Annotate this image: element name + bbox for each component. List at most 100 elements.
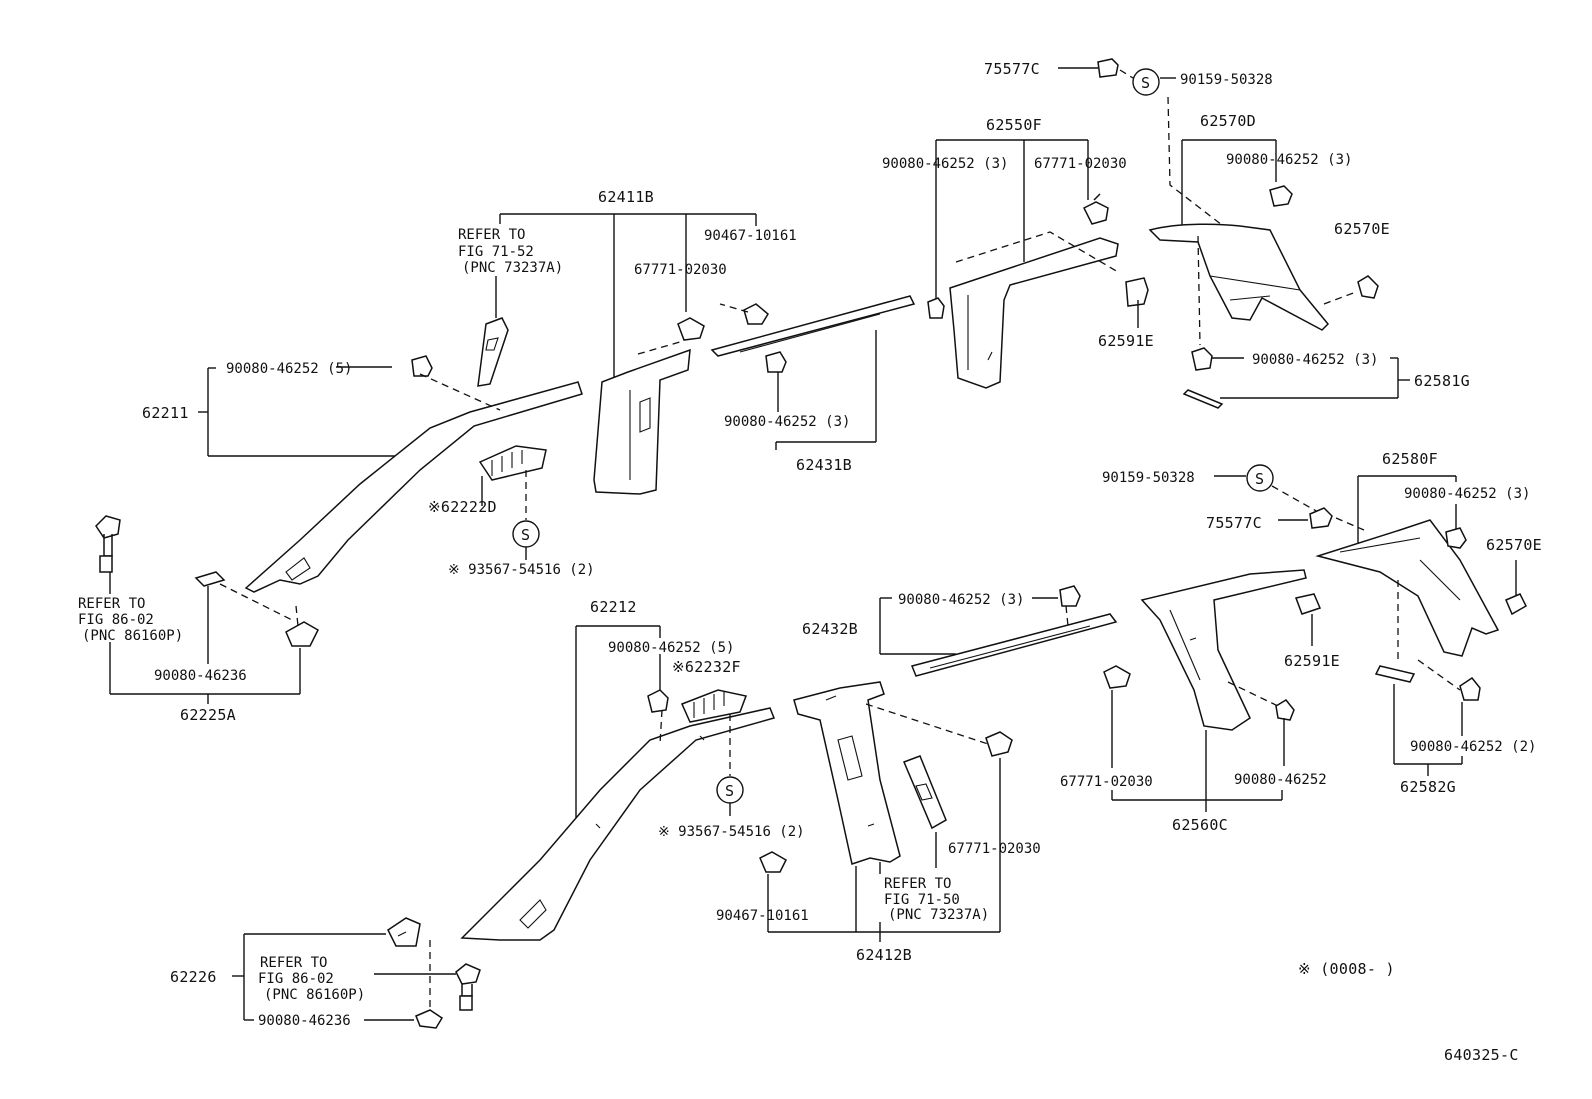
panel-ref-73237a-b — [903, 755, 947, 830]
clip-90080-46236-b — [415, 1009, 444, 1029]
label-90467-a: 90467-10161 — [704, 228, 797, 244]
strip-62581g — [1182, 389, 1224, 409]
cover-62226 — [387, 917, 421, 947]
label-67771-c: 67771-02030 — [1060, 774, 1153, 790]
label-93567-a: ※ 93567-54516 (2) — [448, 562, 595, 578]
b-pillar-62412b — [793, 681, 901, 865]
clip-62222d — [478, 445, 547, 481]
clip-90080-j — [647, 689, 669, 713]
clip-90080-b — [1269, 185, 1293, 207]
strip-62432b — [910, 613, 1118, 677]
label-67771-a: 67771-02030 — [1034, 156, 1127, 172]
label-62560c: 62560C — [1172, 816, 1228, 834]
label-62591e-mid: 62591E — [1284, 652, 1340, 670]
trim-62570d — [1148, 223, 1330, 331]
label-62222d: ※62222D — [428, 498, 497, 516]
label-62226: 62226 — [170, 968, 217, 986]
label-90159-mid: 90159-50328 — [1102, 470, 1195, 486]
clip-90080-g — [1275, 699, 1295, 721]
clip-67771-a — [1082, 193, 1109, 225]
clip-90080-f — [1445, 527, 1467, 549]
label-90080-5-b: 90080-46252 (5) — [608, 640, 734, 656]
clip-90080-a — [927, 297, 945, 319]
label-62225a: 62225A — [180, 706, 236, 724]
label-62432b: 62432B — [802, 620, 858, 638]
label-62232f: ※62232F — [672, 658, 741, 676]
label-refer-b2: FIG 86-02 — [78, 612, 154, 628]
label-note: ※ (0008- ) — [1298, 960, 1395, 978]
group-rear-lower: S — [1103, 464, 1527, 812]
group-rear-upper: S — [927, 58, 1410, 409]
label-90080-3-e: 90080-46252 (3) — [1404, 486, 1530, 502]
label-90080-3-a: 90080-46252 (3) — [882, 156, 1008, 172]
screw-symbol-right — [1246, 464, 1274, 492]
label-62570e-top: 62570E — [1334, 220, 1390, 238]
label-refer-c1: REFER TO — [884, 876, 951, 892]
label-refer-a2: FIG 71-52 — [458, 244, 534, 260]
label-62591e-top: 62591E — [1098, 332, 1154, 350]
clip-90080-e — [411, 355, 433, 377]
group-front-upper: S — [95, 213, 916, 704]
clip-67771-d — [985, 731, 1013, 757]
screw-90467-a — [743, 303, 769, 325]
trim-62580f — [1315, 519, 1500, 657]
label-refer-c2: FIG 71-50 — [884, 892, 960, 908]
label-62581g: 62581G — [1414, 372, 1470, 390]
label-62582g: 62582G — [1400, 778, 1456, 796]
label-90080-3-f: 90080-46252 (3) — [898, 592, 1024, 608]
labels: 75577C 90159-50328 62550F 62570D 90080-4… — [78, 60, 1542, 1064]
label-90080-46236-a: 90080-46236 — [154, 668, 247, 684]
screw-symbol-top — [1132, 68, 1160, 96]
group-front-lower: S — [460, 585, 1118, 942]
label-62431b: 62431B — [796, 456, 852, 474]
label-90080-3-c: 90080-46252 (3) — [1252, 352, 1378, 368]
label-62550f: 62550F — [986, 116, 1042, 134]
label-93567-b: ※ 93567-54516 (2) — [658, 824, 805, 840]
label-refer-b3: (PNC 86160P) — [82, 628, 183, 644]
rear-pillar-62550f — [949, 237, 1119, 389]
label-90080-46252: 90080-46252 — [1234, 772, 1327, 788]
clip-62570e-top — [1357, 275, 1379, 299]
cover-62225a-a — [194, 571, 226, 587]
label-refer-d2: FIG 86-02 — [258, 971, 334, 987]
panel-ref-73237a — [477, 317, 509, 387]
retainer-62591e-top — [1125, 277, 1149, 307]
clip-75577c-mid — [1309, 507, 1333, 529]
strip-62431b — [710, 295, 916, 357]
screw-s-label: S — [1141, 74, 1150, 92]
clip-90080-c — [1191, 347, 1213, 371]
clip-90080-i — [1059, 585, 1081, 607]
cover-62225a-b — [285, 621, 319, 647]
label-90159-top: 90159-50328 — [1180, 72, 1273, 88]
pillar-62411b — [593, 348, 691, 495]
a-pillar-lower-62212 — [460, 707, 776, 941]
label-refer-d3: (PNC 86160P) — [264, 987, 365, 1003]
clip-75577c-top — [1097, 58, 1119, 78]
clip-67771-c — [1103, 665, 1131, 689]
label-90080-5-a: 90080-46252 (5) — [226, 361, 352, 377]
a-pillar-62211 — [244, 381, 583, 593]
label-62580f: 62580F — [1382, 450, 1438, 468]
seatbelt-anchor-a — [95, 515, 121, 557]
screw-90467-b — [759, 851, 787, 873]
label-refer-a1: REFER TO — [458, 227, 525, 243]
strip-62582g — [1374, 665, 1416, 683]
screw-s-label-low: S — [725, 782, 734, 800]
label-figure-number: 640325-C — [1444, 1046, 1519, 1064]
label-refer-a3: (PNC 73237A) — [462, 260, 563, 276]
screw-s-label-mid: S — [521, 526, 530, 544]
screw-s-label-right: S — [1255, 470, 1264, 488]
retainer-62591e-mid — [1294, 593, 1322, 615]
label-75577c-mid: 75577C — [1206, 514, 1262, 532]
label-62570d: 62570D — [1200, 112, 1256, 130]
clip-62570e-mid — [1505, 593, 1527, 616]
label-62411b: 62411B — [598, 188, 654, 206]
label-62212: 62212 — [590, 598, 637, 616]
label-67771-b: 67771-02030 — [634, 262, 727, 278]
group-62226 — [232, 917, 481, 1029]
label-90080-46236-b: 90080-46236 — [258, 1013, 351, 1029]
label-62570e-mid: 62570E — [1486, 536, 1542, 554]
label-refer-b1: REFER TO — [78, 596, 145, 612]
clip-90080-d — [765, 351, 787, 373]
